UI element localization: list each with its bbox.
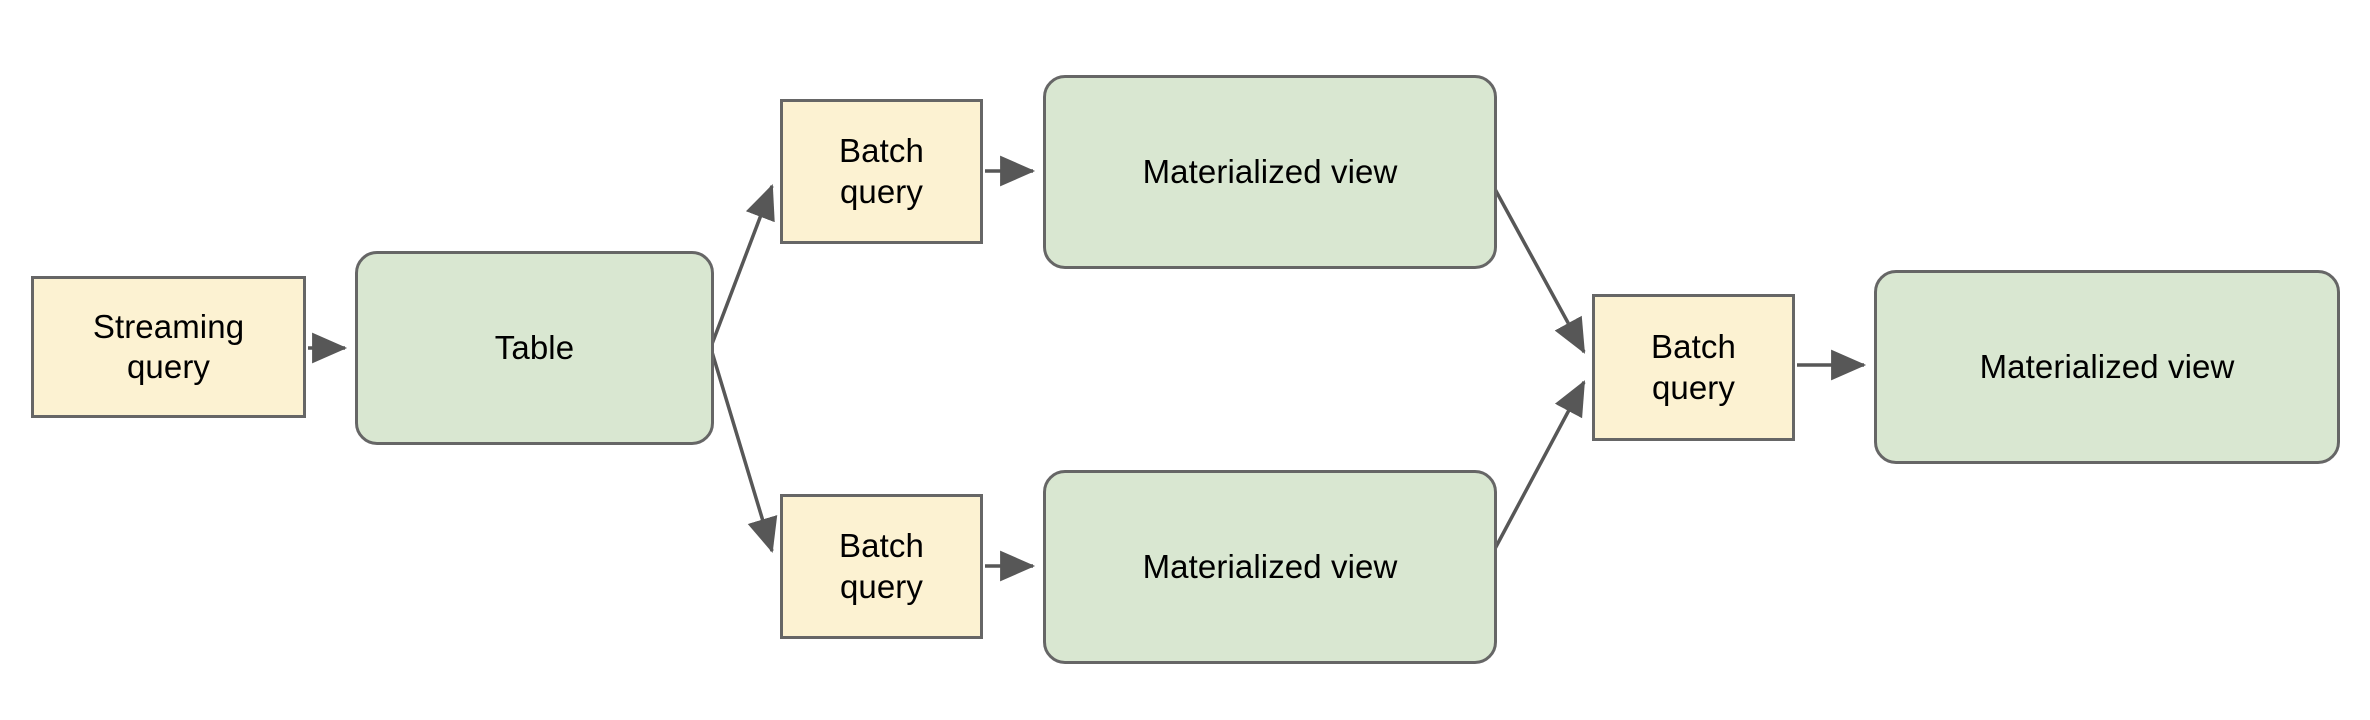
- node-batch-query-join[interactable]: Batch query: [1592, 294, 1795, 441]
- node-label-materialized-view-top: Materialized view: [1142, 152, 1398, 190]
- node-batch-query-top[interactable]: Batch query: [780, 99, 983, 244]
- node-streaming-query[interactable]: Streaming query: [31, 276, 306, 418]
- node-label-table: Table: [494, 328, 575, 366]
- node-table[interactable]: Table: [355, 251, 714, 445]
- edge-mv-top-to-batch-join: [1488, 179, 1586, 354]
- edge-table-to-batch-top: [710, 184, 775, 345]
- edge-table-to-batch-bottom: [710, 351, 778, 554]
- node-materialized-view-bottom[interactable]: Materialized view: [1043, 470, 1497, 664]
- node-label-batch-query-bottom: Batch query: [839, 527, 924, 605]
- node-batch-query-bottom[interactable]: Batch query: [780, 494, 983, 639]
- node-label-streaming-query: Streaming query: [92, 307, 245, 385]
- node-label-batch-query-join: Batch query: [1651, 328, 1736, 406]
- node-label-materialized-view-bottom: Materialized view: [1142, 547, 1398, 585]
- node-materialized-view-final[interactable]: Materialized view: [1874, 270, 2340, 464]
- node-label-materialized-view-final: Materialized view: [1979, 347, 2235, 385]
- node-materialized-view-top[interactable]: Materialized view: [1043, 75, 1497, 269]
- node-label-batch-query-top: Batch query: [839, 132, 924, 210]
- edge-mv-bottom-to-batch-join: [1488, 380, 1586, 559]
